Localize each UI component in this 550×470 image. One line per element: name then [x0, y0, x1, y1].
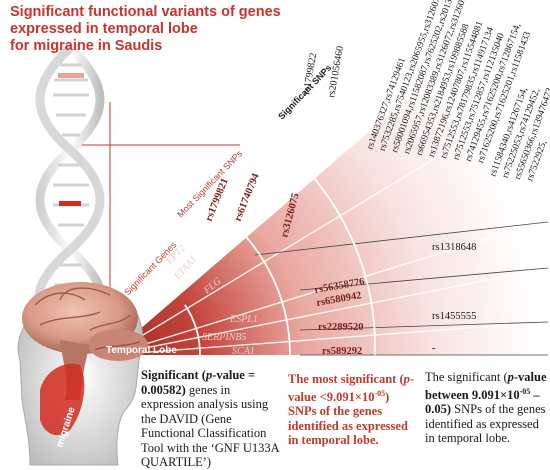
- brain-illustration: [22, 282, 148, 400]
- note-italic: p: [205, 368, 213, 382]
- ray-lines-dark: [254, 221, 549, 356]
- note-text: genes in expression analysis using the D…: [141, 382, 280, 470]
- title-line: for migraine in Saudis: [10, 38, 163, 54]
- note-text: SNPs of the genes identified as expresse…: [425, 402, 546, 446]
- note-text: – 0.05): [425, 387, 540, 417]
- title-line: Significant functional variants of genes: [10, 4, 281, 20]
- note-text: Significant (: [141, 368, 206, 382]
- snp-label: rs1455555: [432, 311, 476, 322]
- note-text: -value = 0.00582): [141, 368, 256, 397]
- most-significant-note: The most significant (p-value <9.091×10-…: [288, 372, 416, 448]
- note-text: -value between 9.091×10: [425, 370, 547, 402]
- ray-lines: [109, 0, 549, 356]
- note-italic: p: [507, 370, 514, 384]
- fan-background: [110, 0, 548, 355]
- snp-label: rs61740794: [233, 171, 262, 223]
- note-italic: p: [403, 372, 410, 386]
- note-text: -value <9.091×10: [288, 372, 415, 404]
- diagram-title: Significant functional variants of genes…: [10, 4, 310, 55]
- snp-label: rs1318648: [432, 242, 476, 253]
- snp-label: rs589292: [322, 346, 362, 357]
- label-temporal-lobe: Temporal Lobe: [106, 345, 177, 356]
- significant-note: The significant (p-value between 9.091×1…: [425, 370, 547, 446]
- snp-label: rs2289520: [318, 322, 364, 333]
- genes-note: Significant (p-value = 0.00582) genes in…: [141, 368, 281, 470]
- snp-label: -: [432, 343, 436, 354]
- title-line: expressed in temporal lobe: [10, 21, 198, 37]
- significant-snps-other: rs1318648 rs1455555 -: [432, 242, 476, 354]
- arc-lines: [184, 139, 376, 356]
- note-superscript: -05: [519, 386, 531, 396]
- note-text: The significant (: [425, 370, 508, 384]
- gene-label: ESPL1: [229, 314, 258, 325]
- note-text: ) SNPs of the genes identified as expres…: [288, 389, 408, 448]
- migraine-area: [40, 363, 85, 436]
- note-superscript: -05: [374, 388, 386, 398]
- note-text: The most significant (: [288, 372, 404, 386]
- gene-label: SCA1: [232, 346, 255, 357]
- gene-label: SERPINB5: [202, 332, 246, 343]
- label-significant-genes: Significant Genes: [122, 239, 179, 297]
